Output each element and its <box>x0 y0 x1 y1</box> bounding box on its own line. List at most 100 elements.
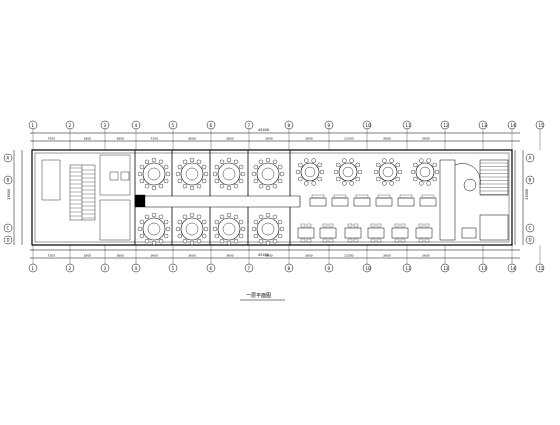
chair <box>304 181 309 186</box>
dimension-text-bottom: 3600 <box>226 254 234 258</box>
chair <box>212 226 218 232</box>
axis-label-bottom: 4 <box>135 266 138 271</box>
axis-label-top: 3 <box>104 123 107 128</box>
chair <box>389 158 394 163</box>
axis-bubble-right <box>525 235 535 245</box>
axis-bubble-right <box>525 175 535 185</box>
chair <box>175 171 181 177</box>
top-dimension-line <box>30 132 520 142</box>
chair <box>265 212 271 218</box>
axis-label-top: 1 <box>32 123 35 128</box>
chair <box>182 238 188 244</box>
chair <box>251 171 257 177</box>
chair <box>144 238 150 244</box>
chair <box>158 183 164 189</box>
chair <box>201 164 207 170</box>
chair <box>189 240 195 246</box>
axis-label-top: 8 <box>288 123 291 128</box>
dimension-text-bottom: 7200 <box>48 254 56 258</box>
booth-tables <box>297 194 437 243</box>
chair <box>182 183 188 189</box>
axis-label-bottom: 11 <box>406 266 412 271</box>
axis-label-left: C <box>7 226 10 231</box>
chair <box>233 214 239 220</box>
chair <box>410 169 416 175</box>
stair-right-treads <box>480 162 508 195</box>
chair <box>139 219 145 225</box>
chair <box>219 159 225 165</box>
axis-label-right: A <box>529 156 532 161</box>
round-table <box>142 162 166 186</box>
axis-bubble-left <box>3 175 13 185</box>
dimension-text-top: 3600 <box>422 137 430 141</box>
chair <box>196 214 202 220</box>
axis-label-top: 4 <box>135 123 138 128</box>
right-dimension: 13600 <box>525 189 529 200</box>
chair <box>376 162 381 168</box>
round-table <box>180 217 204 241</box>
axis-label-bottom: 14 <box>511 266 517 271</box>
chair <box>177 178 183 184</box>
chair <box>349 158 354 163</box>
chair <box>298 162 303 168</box>
chair <box>175 226 181 232</box>
chair <box>373 169 379 175</box>
chair <box>219 238 225 244</box>
chair <box>333 169 339 175</box>
chair <box>272 238 278 244</box>
axis-label-top: 13 <box>482 123 488 128</box>
booth-table <box>397 197 415 207</box>
chair <box>177 233 183 239</box>
chair <box>319 169 325 175</box>
chair <box>182 214 188 220</box>
chair <box>163 233 169 239</box>
chair <box>144 214 150 220</box>
chair <box>196 183 202 189</box>
chair <box>397 169 403 175</box>
chair <box>226 212 232 218</box>
chair <box>253 178 259 184</box>
chair <box>214 219 220 225</box>
overall-dimension-top: 45400 <box>258 128 269 132</box>
axis-label-top: 7 <box>248 123 251 128</box>
chair <box>226 240 232 246</box>
chair <box>189 185 195 191</box>
dimension-text-bottom: 3600 <box>422 254 430 258</box>
chair <box>277 219 283 225</box>
chair <box>251 226 257 232</box>
chair <box>233 183 239 189</box>
dimension-text-top: 3600 <box>265 137 273 141</box>
chair <box>240 171 246 177</box>
chair <box>165 226 171 232</box>
round-tables <box>137 157 285 246</box>
axis-label-bottom: 2 <box>69 266 72 271</box>
chair <box>182 159 188 165</box>
chair <box>214 178 220 184</box>
axis-label-top: 14 <box>511 123 517 128</box>
dimension-text-top: 13200 <box>344 137 354 141</box>
chair <box>298 176 303 182</box>
chair <box>253 233 259 239</box>
axis-label-bottom: 15 <box>539 266 545 271</box>
booth-table <box>331 197 349 207</box>
round-table <box>256 162 280 186</box>
dining-table <box>367 227 385 239</box>
dimension-text-bottom: 1800 <box>84 254 92 258</box>
round-table <box>217 217 241 241</box>
left-dimension: 13600 <box>7 189 11 200</box>
dimension-text-top: 3600 <box>117 137 125 141</box>
chair <box>238 178 244 184</box>
chair <box>233 238 239 244</box>
chair <box>342 158 347 163</box>
chair <box>434 169 440 175</box>
chair <box>277 178 283 184</box>
booth-table <box>353 197 371 207</box>
dimension-text-top: 7200 <box>48 137 56 141</box>
side-dimension-lines <box>13 150 524 245</box>
round-table <box>256 217 280 241</box>
chair <box>376 176 381 182</box>
chair <box>177 219 183 225</box>
